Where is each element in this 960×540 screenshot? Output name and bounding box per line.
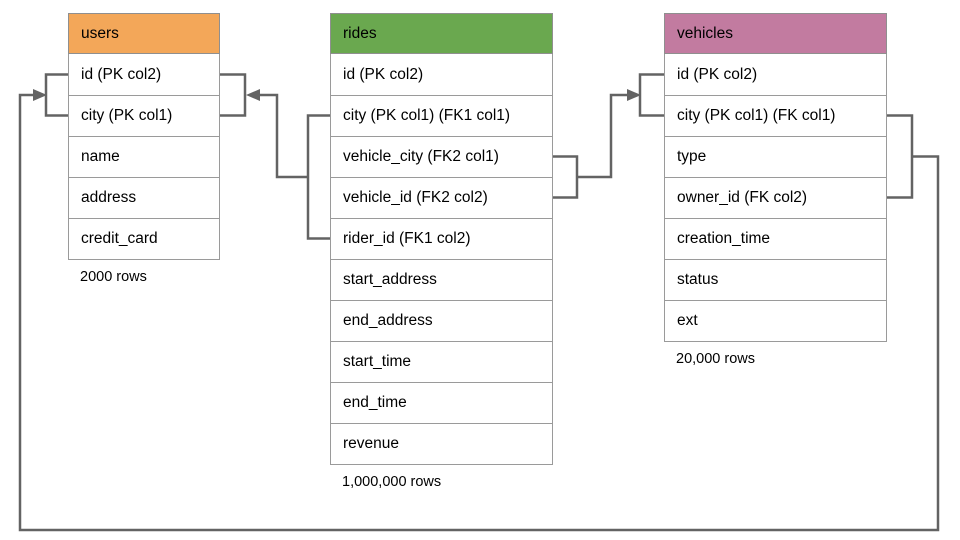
arrowhead-into-users-right [246,89,260,101]
vehicles-right-bracket [887,114,914,199]
arrowhead-into-users-left [33,89,47,101]
table-rides-columns: id (PK col2)city (PK col1) (FK1 col1)veh… [330,54,553,465]
users-right-bracket [220,73,247,117]
vehicles-left-bracket [638,73,664,117]
column-row: city (PK col1) (FK col1) [665,95,886,136]
column-row: credit_card [69,218,219,259]
column-row: type [665,136,886,177]
table-vehicles-columns: id (PK col2)city (PK col1) (FK col1)type… [664,54,887,342]
column-row: rider_id (FK1 col2) [331,218,552,259]
column-row: address [69,177,219,218]
column-row: vehicle_city (FK2 col1) [331,136,552,177]
table-rides-header: rides [330,13,553,54]
arrowhead-into-vehicles-left [627,89,641,101]
table-vehicles-header: vehicles [664,13,887,54]
table-rides: rides id (PK col2)city (PK col1) (FK1 co… [330,13,553,490]
column-row: id (PK col2) [665,54,886,95]
column-row: city (PK col1) (FK1 col1) [331,95,552,136]
column-row: creation_time [665,218,886,259]
users-left-bracket [44,73,68,117]
fk-owner-connector-line [18,93,940,532]
column-row: start_time [331,341,552,382]
column-row: ext [665,300,886,341]
fk-rides-rider-to-users [220,73,330,240]
column-row: city (PK col1) [69,95,219,136]
table-users-header: users [68,13,220,54]
table-rides-rowcount: 1,000,000 rows [342,474,442,490]
table-users-rowcount: 2000 rows [80,269,147,285]
column-row: id (PK col2) [69,54,219,95]
column-row: owner_id (FK col2) [665,177,886,218]
fk-vehicles-owner-to-users [18,73,940,532]
column-row: id (PK col2) [331,54,552,95]
table-vehicles: vehicles id (PK col2)city (PK col1) (FK … [664,13,887,367]
column-row: name [69,136,219,177]
column-row: revenue [331,423,552,464]
column-row: end_address [331,300,552,341]
column-row: start_address [331,259,552,300]
fk-rides-vehicle-to-vehicles [553,73,664,199]
column-row: vehicle_id (FK2 col2) [331,177,552,218]
rides-left-bracket [306,114,330,240]
column-row: status [665,259,886,300]
column-row: end_time [331,382,552,423]
rides-right-bracket [553,155,579,199]
fk2-connector-line [577,93,627,179]
table-vehicles-rowcount: 20,000 rows [676,351,755,367]
fk1-connector-line [260,93,308,179]
